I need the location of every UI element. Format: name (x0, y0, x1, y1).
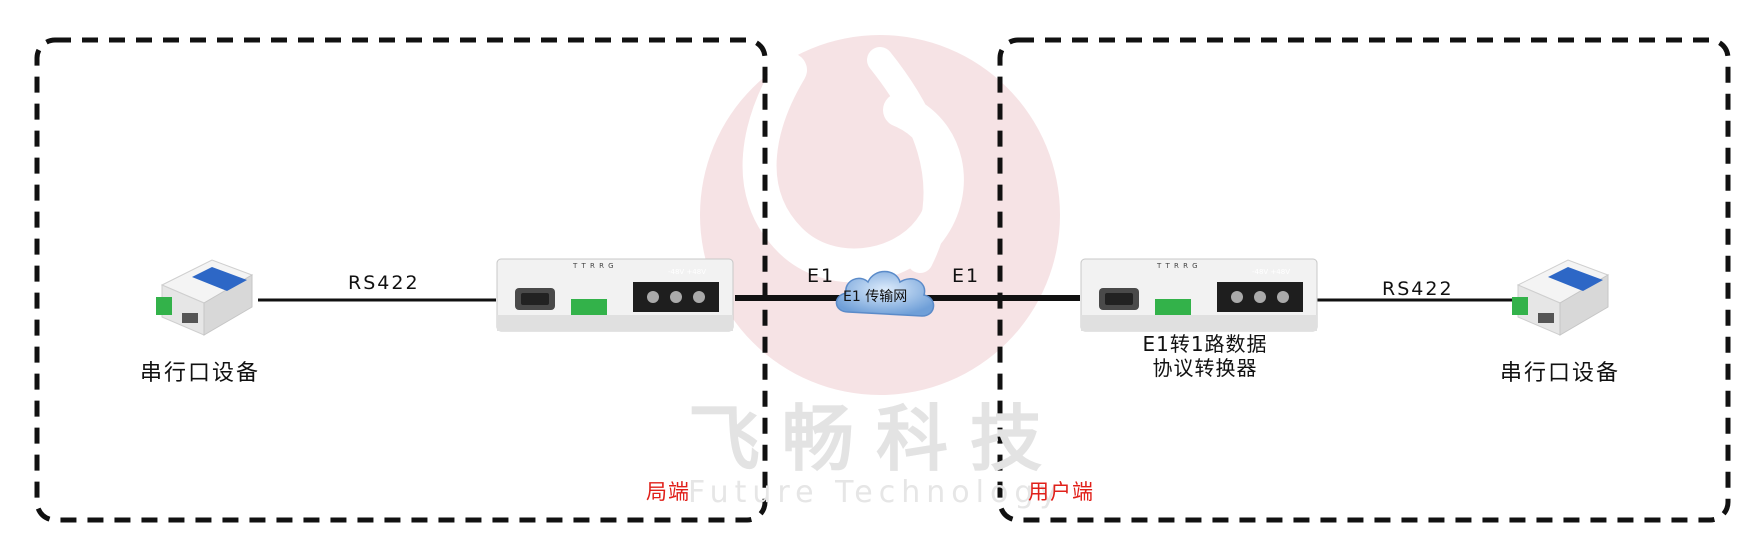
converter-label: E1转1路数据 协议转换器 (1120, 332, 1290, 380)
left-serial-device-label: 串行口设备 (140, 361, 261, 386)
cloud-icon (835, 270, 935, 317)
network-label: E1 传输网 (843, 289, 908, 305)
right-rs422-label: RS422 (1382, 278, 1454, 300)
left-rs422-label: RS422 (348, 272, 420, 294)
serial-device-icon (156, 259, 254, 336)
watermark-english: Future Technology (688, 475, 1064, 510)
right-e1-label: E1 (952, 265, 981, 287)
left-e1-label: E1 (807, 265, 836, 287)
terminal-label-right: -48V +48V (1252, 268, 1291, 276)
converter-icon (1080, 258, 1318, 332)
serial-device-icon (1512, 259, 1610, 336)
terminal-label-left: -48V +48V (668, 268, 707, 276)
converter-label-line2: 协议转换器 (1152, 356, 1258, 380)
converter-label-line1: E1转1路数据 (1142, 332, 1268, 356)
pin-labels-left: T T R R G (573, 262, 615, 270)
pin-labels-right: T T R R G (1157, 262, 1199, 270)
watermark-chinese: 飞畅科技 (688, 397, 1065, 481)
zone-user-label: 用户端 (1028, 480, 1094, 504)
right-serial-device-label: 串行口设备 (1500, 361, 1621, 386)
zone-central-label: 局端 (646, 480, 690, 504)
converter-icon (496, 258, 734, 332)
zone-user-border (997, 37, 1731, 523)
zone-central-border (34, 37, 768, 523)
